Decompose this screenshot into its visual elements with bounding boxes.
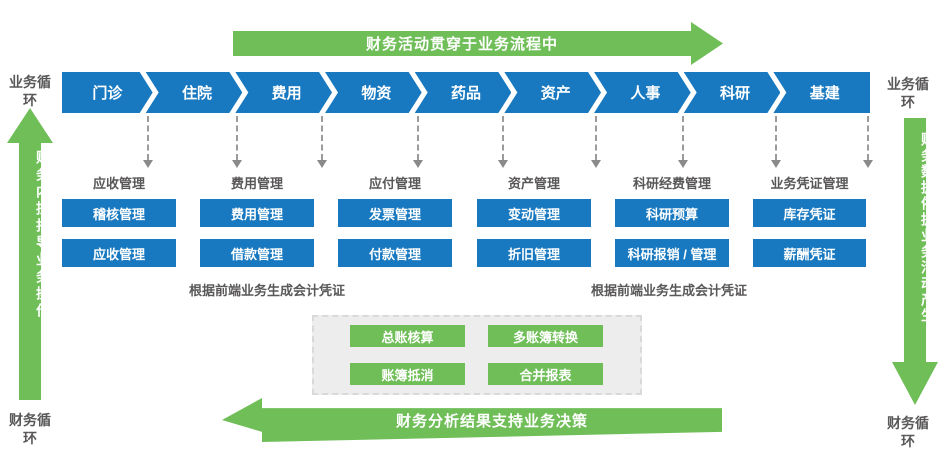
group-label-receivables: 应收管理 xyxy=(92,176,145,191)
panel-item-ledger-accounting: 总账核算 xyxy=(350,325,465,347)
arrow-down-icon xyxy=(232,160,242,168)
dashed-connector-arrow xyxy=(317,116,327,170)
module-box: 付款管理 xyxy=(338,239,452,267)
flow-step-yaopin: 药品 xyxy=(415,72,512,113)
group-label-payables: 应付管理 xyxy=(368,176,421,191)
dashed-connector-arrow xyxy=(498,116,508,170)
dashed-connector-arrow xyxy=(771,116,781,170)
module-box: 科研报销 / 管理 xyxy=(615,239,729,267)
group-label-assets: 资产管理 xyxy=(507,176,560,191)
dashed-connector-arrow xyxy=(863,116,873,170)
bottom-flow-arrow: 财务分析结果支持业务决策 xyxy=(222,398,722,442)
module-box: 变动管理 xyxy=(477,199,591,227)
module-box: 科研预算 xyxy=(615,199,729,227)
voucher-note-left: 根据前端业务生成会计凭证 xyxy=(188,283,345,298)
group-label-vouchers: 业务凭证管理 xyxy=(770,176,849,191)
dashed-connector-arrow xyxy=(678,116,688,170)
flow-step-renshi: 人事 xyxy=(594,72,691,113)
flow-step-menzhen: 门诊 xyxy=(62,72,153,113)
group-label-research: 科研经费管理 xyxy=(632,176,711,191)
left-up-arrow: 财务内控指导业务操作 xyxy=(7,108,53,400)
arrow-down-icon xyxy=(771,160,781,168)
left-up-arrow-label: 财务内控指导业务操作 xyxy=(35,150,51,320)
flow-step-keyan: 科研 xyxy=(684,72,781,113)
left-rail-top-label: 业务循环 xyxy=(9,74,51,109)
arrow-down-icon xyxy=(317,160,327,168)
right-rail-top-label: 业务循环 xyxy=(887,76,929,111)
top-flow-arrow: 财务活动贯穿于业务流程中 xyxy=(233,22,723,65)
flow-step-zichan: 资产 xyxy=(504,72,601,113)
arrow-down-icon xyxy=(863,160,873,168)
dashed-connector-arrow xyxy=(143,116,153,170)
dashed-connector-arrow xyxy=(232,116,242,170)
flow-step-wuzi: 物资 xyxy=(325,72,422,113)
group-label-expense: 费用管理 xyxy=(230,176,283,191)
panel-item-ledger-offset: 账簿抵消 xyxy=(350,363,465,385)
bottom-flow-arrow-label: 财务分析结果支持业务决策 xyxy=(395,412,588,430)
module-box: 薪酬凭证 xyxy=(753,239,866,267)
module-box: 稽核管理 xyxy=(62,199,176,227)
flow-step-feiyong: 费用 xyxy=(235,72,332,113)
panel-item-consolidated-report: 合并报表 xyxy=(488,363,603,385)
arrow-down-icon xyxy=(678,160,688,168)
flow-step-jijian: 基建 xyxy=(773,72,871,113)
module-box: 库存凭证 xyxy=(753,199,866,227)
module-box: 费用管理 xyxy=(200,199,314,227)
right-rail-bottom-label: 财务循环 xyxy=(887,415,929,450)
left-rail-bottom-label: 财务循环 xyxy=(9,412,51,447)
voucher-note-right: 根据前端业务生成会计凭证 xyxy=(590,283,747,298)
general-ledger-panel: 总账核算 多账簿转换 账簿抵消 合并报表 xyxy=(312,315,642,395)
module-box: 应收管理 xyxy=(62,239,176,267)
module-box: 发票管理 xyxy=(338,199,452,227)
arrow-down-icon xyxy=(498,160,508,168)
module-box: 折旧管理 xyxy=(477,239,591,267)
dashed-connector-arrow xyxy=(591,116,601,170)
module-box: 借款管理 xyxy=(200,239,314,267)
dashed-connector-arrow xyxy=(413,116,423,170)
arrow-down-icon xyxy=(591,160,601,168)
flow-step-zhuyuan: 住院 xyxy=(146,72,243,113)
arrow-down-icon xyxy=(413,160,423,168)
panel-item-multi-ledger: 多账簿转换 xyxy=(488,325,603,347)
arrow-down-icon xyxy=(143,160,153,168)
right-down-arrow-label: 财务数据依据业务活动产生 xyxy=(920,132,936,324)
business-process-band: 门诊 住院 费用 物资 药品 资产 人事 科研 基建 xyxy=(62,72,871,113)
right-down-arrow: 财务数据依据业务活动产生 xyxy=(892,118,938,405)
top-flow-arrow-label: 财务活动贯穿于业务流程中 xyxy=(365,36,558,53)
